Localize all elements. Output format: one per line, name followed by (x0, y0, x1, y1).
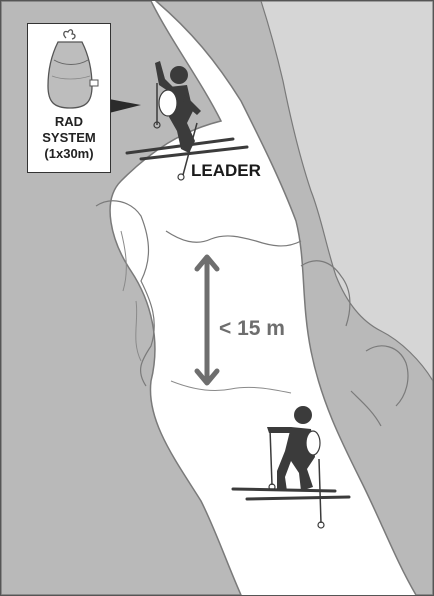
callout-pointer (109, 99, 141, 113)
rad-system-line3: (1x30m) (44, 146, 94, 161)
right-rock-face (260, 1, 433, 383)
snow-ridge (165, 230, 302, 247)
snow-ridge-2 (170, 380, 292, 394)
bag-icon (47, 29, 99, 109)
right-rock-ledge (300, 260, 409, 427)
rad-system-callout: RAD SYSTEM (1x30m) (27, 23, 111, 173)
rad-system-line1: RAD (54, 114, 84, 129)
left-rock-ledge (95, 200, 155, 387)
follower-skier-figure (231, 406, 351, 529)
rad-system-line2: SYSTEM (42, 130, 96, 145)
rad-system-label: RAD SYSTEM (1x30m) (28, 114, 110, 162)
left-rock-crack (120, 230, 142, 362)
distance-label: < 15 m (219, 317, 285, 340)
leader-label: LEADER (191, 161, 261, 180)
leader-skier-figure (125, 61, 249, 181)
distance-arrow (194, 254, 220, 386)
